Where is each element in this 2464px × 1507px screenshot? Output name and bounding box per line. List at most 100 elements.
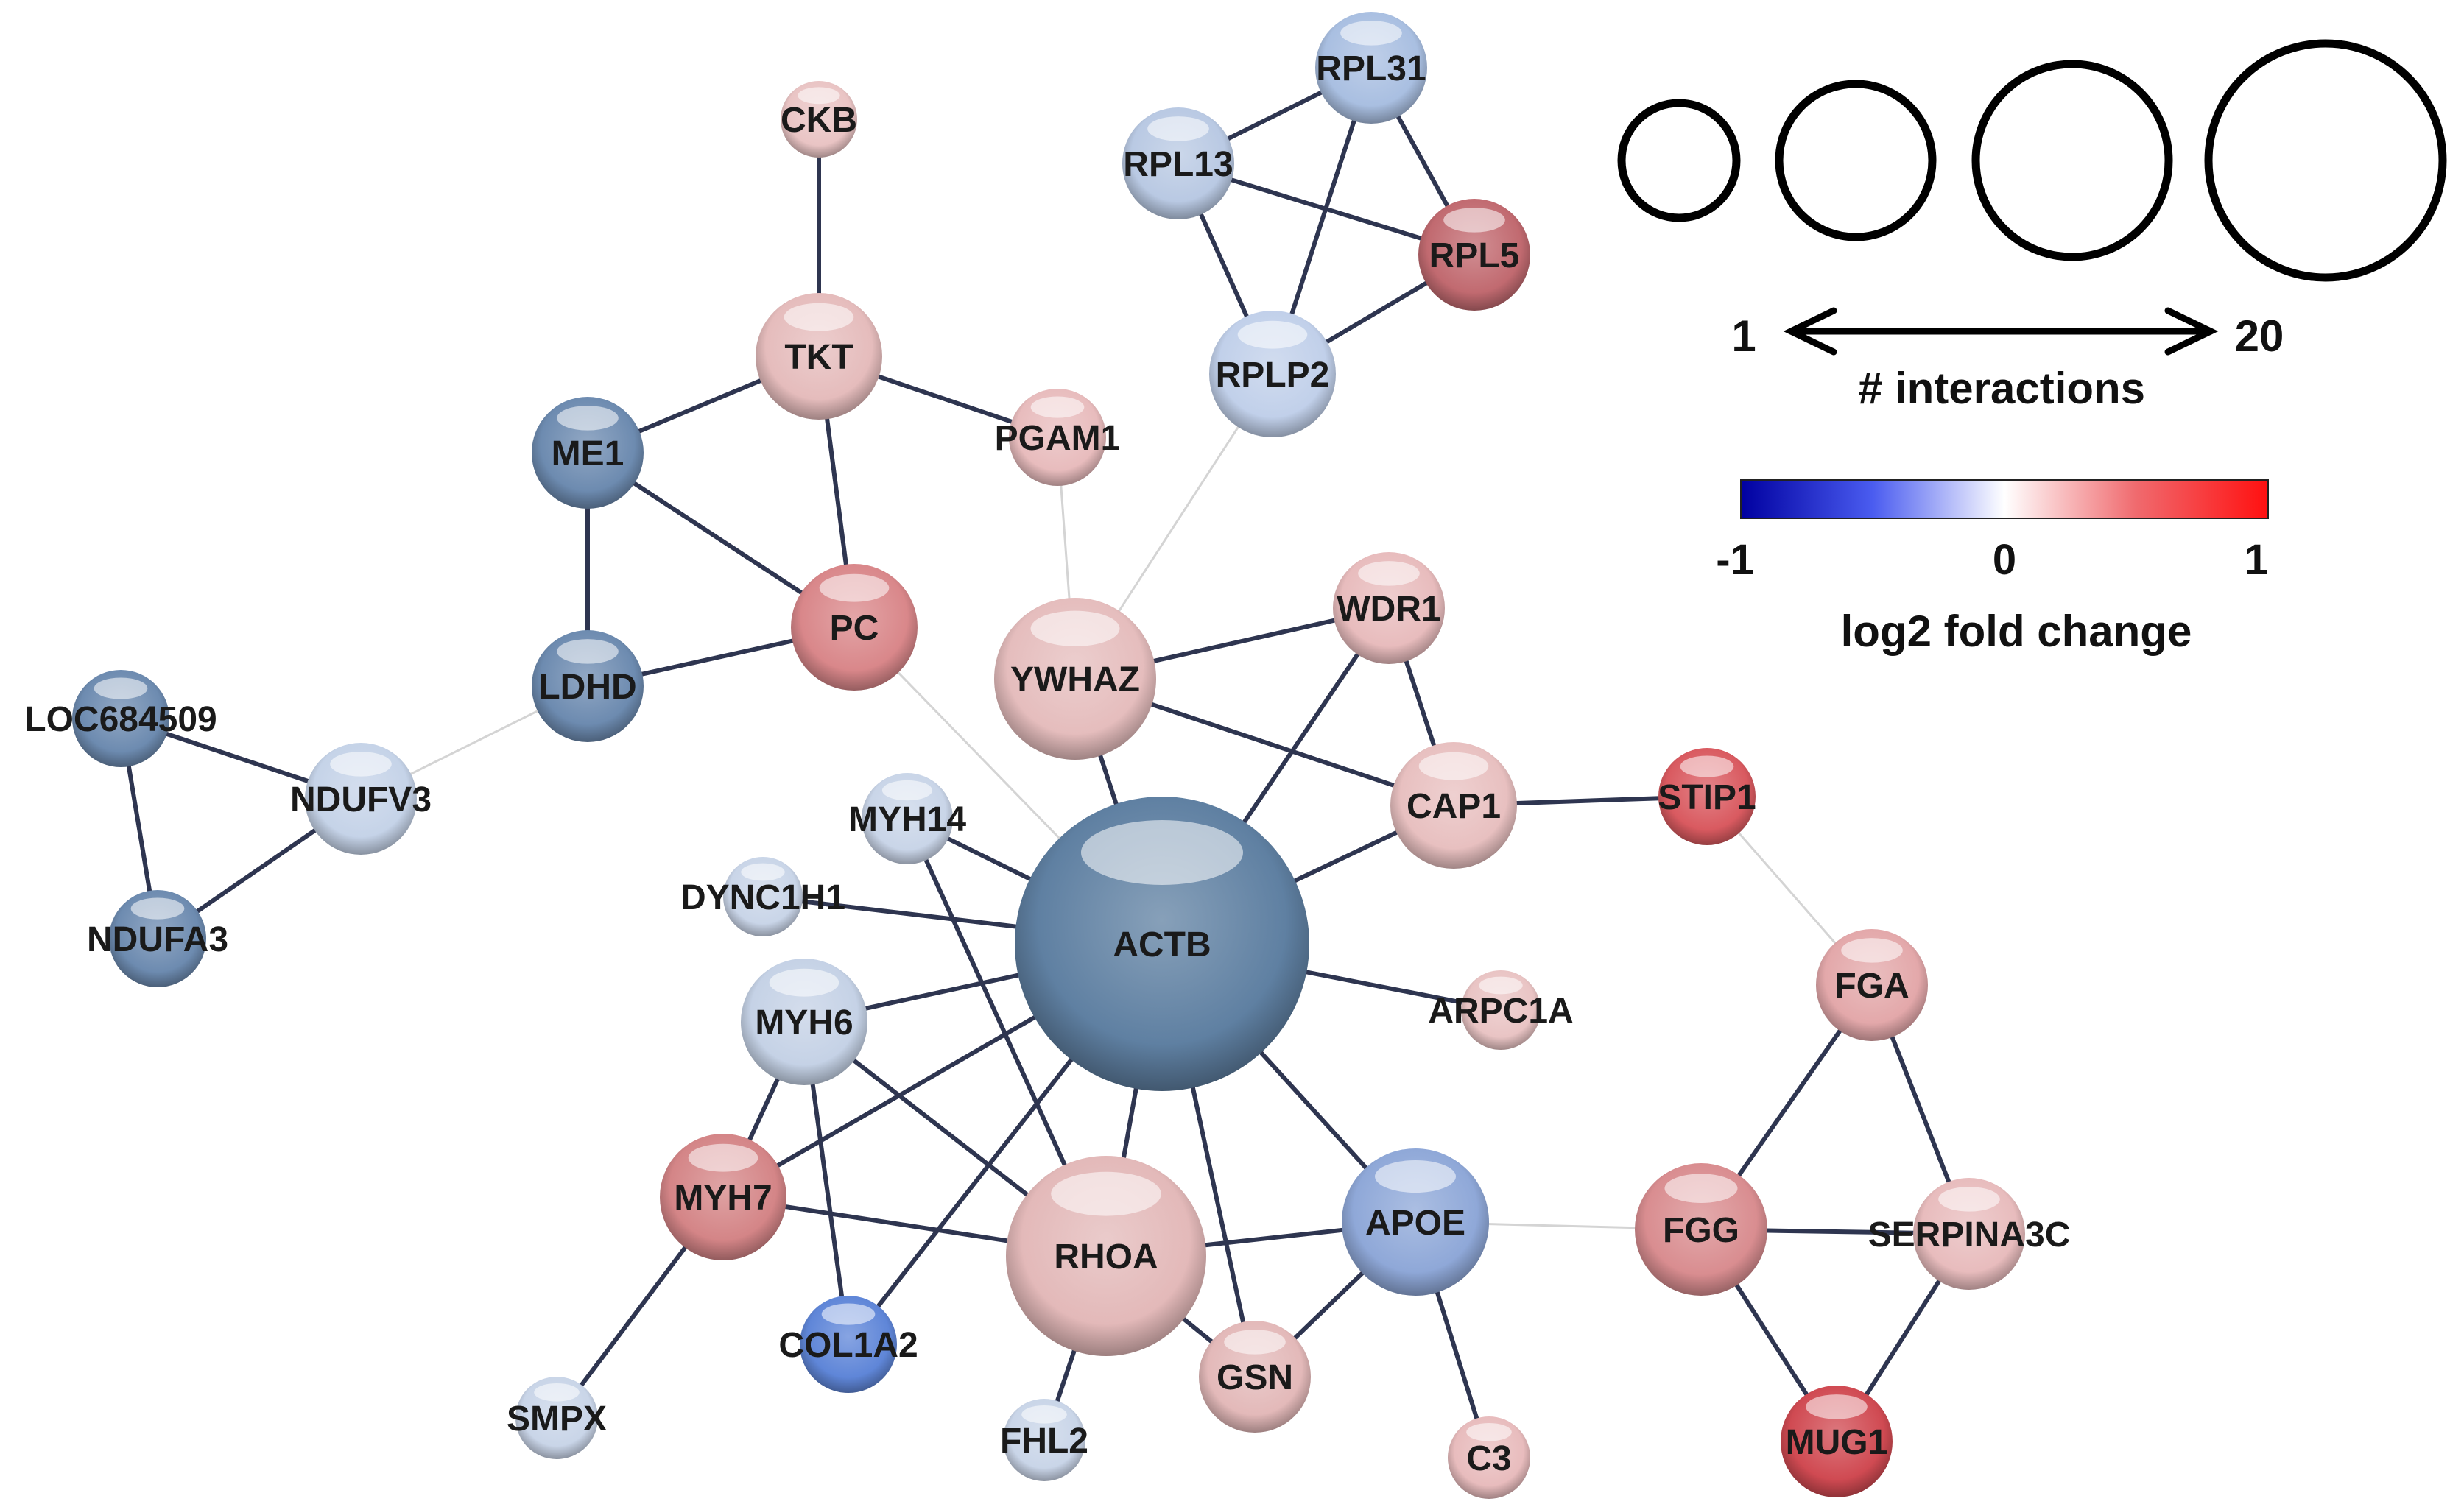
node-highlight: [330, 752, 392, 777]
node-label: STIP1: [1658, 778, 1756, 817]
node-myh7[interactable]: MYH7: [660, 1134, 786, 1260]
node-rplp2[interactable]: RPLP2: [1209, 311, 1336, 437]
node-col1a2[interactable]: COL1A2: [778, 1296, 918, 1393]
node-myh6[interactable]: MYH6: [741, 959, 867, 1085]
size-legend-min-label: 1: [1731, 311, 1756, 361]
node-stip1[interactable]: STIP1: [1658, 748, 1756, 845]
node-wdr1[interactable]: WDR1: [1333, 552, 1445, 664]
node-label: MYH14: [848, 800, 966, 839]
node-highlight: [1081, 820, 1243, 885]
node-cap1[interactable]: CAP1: [1390, 742, 1517, 869]
node-sphere: [1015, 797, 1309, 1091]
node-label: RPL31: [1316, 49, 1426, 88]
node-sphere: [1390, 742, 1517, 869]
node-highlight: [798, 87, 840, 105]
color-legend-mid-label: 0: [1993, 536, 2016, 584]
node-highlight: [741, 863, 785, 881]
node-gsn[interactable]: GSN: [1199, 1321, 1311, 1433]
node-label: C3: [1466, 1439, 1511, 1478]
node-sphere: [791, 564, 918, 691]
node-sphere: [723, 857, 803, 936]
node-me1[interactable]: ME1: [532, 397, 644, 509]
color-scale-bar: [1740, 479, 2269, 519]
node-tkt[interactable]: TKT: [756, 293, 882, 420]
node-label: PGAM1: [995, 419, 1121, 458]
node-sphere: [800, 1296, 897, 1393]
size-legend-circle-2: [1775, 80, 1937, 241]
node-rpl5[interactable]: RPL5: [1418, 199, 1530, 311]
node-rpl13[interactable]: RPL13: [1122, 107, 1234, 219]
node-highlight: [784, 303, 854, 331]
node-highlight: [1479, 976, 1523, 995]
node-sphere: [1003, 1399, 1085, 1481]
legend: 1 20 # interactions -1 0: [1617, 39, 2447, 656]
node-sphere: [756, 293, 882, 420]
node-ywhaz[interactable]: YWHAZ: [994, 598, 1156, 760]
node-label: WDR1: [1337, 590, 1440, 629]
node-sphere: [305, 743, 417, 855]
node-rhoa[interactable]: RHOA: [1006, 1156, 1206, 1356]
node-sphere: [1333, 552, 1445, 664]
node-label: MYH6: [755, 1003, 853, 1042]
node-label: FHL2: [1000, 1422, 1088, 1461]
node-label: CAP1: [1407, 787, 1501, 826]
node-sphere: [1342, 1148, 1489, 1296]
node-ndufa3[interactable]: NDUFA3: [87, 890, 228, 987]
node-highlight: [94, 677, 148, 699]
node-apoe[interactable]: APOE: [1342, 1148, 1489, 1296]
node-c3[interactable]: C3: [1448, 1416, 1530, 1499]
node-label: CKB: [781, 101, 857, 140]
node-sphere: [1199, 1321, 1311, 1433]
node-serpina3c[interactable]: SERPINA3C: [1868, 1178, 2071, 1290]
node-actb[interactable]: ACTB: [1015, 797, 1309, 1091]
node-pgam1[interactable]: PGAM1: [995, 389, 1121, 486]
node-fgg[interactable]: FGG: [1635, 1163, 1767, 1296]
size-legend-max-label: 20: [2235, 311, 2284, 361]
node-label: MYH7: [674, 1179, 772, 1218]
node-sphere: [1658, 748, 1756, 845]
node-highlight: [688, 1143, 758, 1172]
node-highlight: [1680, 755, 1734, 777]
node-label: RPL13: [1123, 145, 1233, 184]
node-label: ACTB: [1113, 925, 1211, 964]
node-label: FGG: [1663, 1211, 1739, 1250]
node-label: NDUFV3: [290, 780, 432, 819]
node-highlight: [1224, 1330, 1286, 1355]
node-label: TKT: [784, 338, 853, 377]
node-smpx[interactable]: SMPX: [507, 1377, 607, 1459]
node-pc[interactable]: PC: [791, 564, 918, 691]
node-sphere: [1781, 1386, 1893, 1497]
node-highlight: [1466, 1422, 1512, 1441]
node-loc684509[interactable]: LOC684509: [24, 670, 217, 767]
node-highlight: [1664, 1174, 1738, 1203]
node-highlight: [1841, 938, 1903, 963]
node-highlight: [1237, 320, 1308, 349]
node-highlight: [1418, 752, 1489, 780]
node-dync1h1[interactable]: DYNC1H1: [680, 857, 845, 936]
node-label: ARPC1A: [1428, 992, 1573, 1031]
node-ndufv3[interactable]: NDUFV3: [290, 743, 432, 855]
node-highlight: [1375, 1160, 1456, 1193]
node-sphere: [1315, 12, 1427, 124]
node-myh14[interactable]: MYH14: [848, 773, 966, 864]
node-sphere: [660, 1134, 786, 1260]
node-sphere: [994, 598, 1156, 760]
size-legend-circle-4: [2204, 39, 2447, 282]
node-sphere: [1006, 1156, 1206, 1356]
node-highlight: [1358, 561, 1420, 586]
node-label: YWHAZ: [1010, 660, 1140, 699]
node-fga[interactable]: FGA: [1816, 929, 1928, 1041]
node-mug1[interactable]: MUG1: [1781, 1386, 1893, 1497]
node-highlight: [819, 573, 890, 602]
node-label: GSN: [1217, 1358, 1293, 1397]
node-arpc1a[interactable]: ARPC1A: [1428, 970, 1574, 1050]
node-sphere: [1913, 1178, 2025, 1290]
node-ckb[interactable]: CKB: [781, 81, 857, 158]
node-fhl2[interactable]: FHL2: [1000, 1399, 1088, 1481]
node-sphere: [532, 630, 644, 742]
node-highlight: [1030, 610, 1120, 646]
node-ldhd[interactable]: LDHD: [532, 630, 644, 742]
node-sphere: [72, 670, 169, 767]
node-rpl31[interactable]: RPL31: [1315, 12, 1427, 124]
node-sphere: [741, 959, 867, 1085]
